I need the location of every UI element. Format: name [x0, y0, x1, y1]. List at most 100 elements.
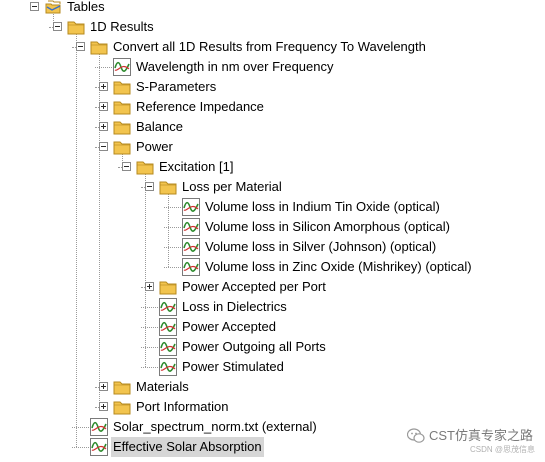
collapse-minus-icon[interactable]	[53, 22, 62, 31]
watermark-subtext: CSDN @思茂信息	[469, 445, 535, 454]
tree-connector-line	[145, 174, 146, 367]
tree-item-reference-impedance[interactable]: Reference Impedance	[0, 97, 545, 117]
tree-item-volume-loss-in-indium-tin-oxide-optical[interactable]: Volume loss in Indium Tin Oxide (optical…	[0, 197, 545, 217]
folder-icon	[113, 118, 131, 136]
collapse-minus-icon[interactable]	[76, 42, 85, 51]
result-curve-icon	[182, 238, 200, 256]
folder-icon	[113, 98, 131, 116]
tree-connector-line	[141, 307, 168, 308]
tree-item-label: Port Information	[136, 399, 229, 414]
tree-item-label: Power Accepted	[182, 319, 276, 334]
tree-connector-line	[164, 227, 191, 228]
tree-connector-line	[122, 154, 123, 167]
tree-item-label: Power Outgoing all Ports	[182, 339, 326, 354]
result-curve-icon	[182, 218, 200, 236]
folder-stack-icon	[44, 0, 62, 16]
tree-connector-line	[99, 54, 100, 407]
tree-item-label: Volume loss in Silicon Amorphous (optica…	[205, 219, 450, 234]
tree-connector-line	[164, 247, 191, 248]
result-curve-icon	[113, 58, 131, 76]
tree-item-balance[interactable]: Balance	[0, 117, 545, 137]
tree-item-solar-spectrum-norm-txt-external[interactable]: Solar_spectrum_norm.txt (external)	[0, 417, 545, 437]
tree-item-label: Power Stimulated	[182, 359, 284, 374]
tree-item-label: Materials	[136, 379, 189, 394]
tree-item-label: S-Parameters	[136, 79, 217, 94]
result-curve-icon	[182, 258, 200, 276]
collapse-minus-icon[interactable]	[122, 162, 131, 171]
tree-item-volume-loss-in-silver-johnson-optical[interactable]: Volume loss in Silver (Johnson) (optical…	[0, 237, 545, 257]
result-curve-icon	[90, 418, 108, 436]
tree-item-power-stimulated[interactable]: Power Stimulated	[0, 357, 545, 377]
result-curve-icon	[159, 318, 177, 336]
collapse-minus-icon[interactable]	[99, 142, 108, 151]
result-curve-icon	[159, 298, 177, 316]
expand-plus-icon[interactable]	[99, 102, 108, 111]
folder-icon	[159, 178, 177, 196]
tree-connector-line	[141, 347, 168, 348]
result-curve-icon	[159, 338, 177, 356]
tree-connector-line	[164, 207, 191, 208]
collapse-minus-icon[interactable]	[145, 182, 154, 191]
tree-item-label: Convert all 1D Results from Frequency To…	[113, 39, 426, 54]
tree-item-excitation-1[interactable]: Excitation [1]	[0, 157, 545, 177]
tree-item-power-outgoing-all-ports[interactable]: Power Outgoing all Ports	[0, 337, 545, 357]
tree-connector-line	[164, 267, 191, 268]
expand-plus-icon[interactable]	[99, 402, 108, 411]
wechat-icon	[406, 428, 425, 443]
tree-item-volume-loss-in-silicon-amorphous-optical[interactable]: Volume loss in Silicon Amorphous (optica…	[0, 217, 545, 237]
tree-connector-line	[72, 447, 99, 448]
tree-connector-line	[72, 427, 99, 428]
tree-item-label: Tables	[67, 0, 105, 14]
tree-connector-line	[53, 14, 54, 27]
folder-icon	[113, 78, 131, 96]
tree-connector-line	[141, 327, 168, 328]
expand-plus-icon[interactable]	[145, 282, 154, 291]
tree-connector-line	[95, 67, 122, 68]
tree-item-loss-per-material[interactable]: Loss per Material	[0, 177, 545, 197]
tree-item-label: Volume loss in Indium Tin Oxide (optical…	[205, 199, 440, 214]
tree-item-port-information[interactable]: Port Information	[0, 397, 545, 417]
expand-plus-icon[interactable]	[99, 382, 108, 391]
result-curve-icon	[90, 438, 108, 456]
expand-plus-icon[interactable]	[99, 122, 108, 131]
tree-connector-line	[168, 194, 169, 267]
folder-icon	[67, 18, 85, 36]
tree-item-label: Wavelength in nm over Frequency	[136, 59, 334, 74]
folder-icon	[113, 398, 131, 416]
tree-item-label: Excitation [1]	[159, 159, 234, 174]
tree-item-power[interactable]: Power	[0, 137, 545, 157]
tree-item-effective-solar-absorption[interactable]: Effective Solar Absorption	[0, 437, 545, 457]
watermark: CST仿真专家之路	[406, 424, 533, 448]
tree-item-label: Balance	[136, 119, 183, 134]
folder-icon	[136, 158, 154, 176]
tree-item-loss-in-dielectrics[interactable]: Loss in Dielectrics	[0, 297, 545, 317]
tree-item-label: Solar_spectrum_norm.txt (external)	[113, 419, 317, 434]
folder-icon	[113, 138, 131, 156]
folder-icon	[113, 378, 131, 396]
tree-item-s-parameters[interactable]: S-Parameters	[0, 77, 545, 97]
tree-connector-line	[141, 367, 168, 368]
tree-item-volume-loss-in-zinc-oxide-mishrikey-optical[interactable]: Volume loss in Zinc Oxide (Mishrikey) (o…	[0, 257, 545, 277]
tree-item-tables[interactable]: Tables	[0, 0, 545, 17]
tree-connector-line	[76, 34, 77, 447]
tree-item-materials[interactable]: Materials	[0, 377, 545, 397]
tree-item-label: Reference Impedance	[136, 99, 264, 114]
tree-item-label: 1D Results	[90, 19, 154, 34]
folder-icon	[159, 278, 177, 296]
tree-item-power-accepted-per-port[interactable]: Power Accepted per Port	[0, 277, 545, 297]
tree-item-label: Power	[136, 139, 173, 154]
tree-item-wavelength-in-nm-over-frequency[interactable]: Wavelength in nm over Frequency	[0, 57, 545, 77]
tree-item-label: Power Accepted per Port	[182, 279, 326, 294]
result-curve-icon	[159, 358, 177, 376]
tree-item-power-accepted[interactable]: Power Accepted	[0, 317, 545, 337]
tree-item-label: Volume loss in Silver (Johnson) (optical…	[205, 239, 437, 254]
expand-plus-icon[interactable]	[99, 82, 108, 91]
tree-item-1d-results[interactable]: 1D Results	[0, 17, 545, 37]
tree-item-label: Effective Solar Absorption	[111, 437, 264, 457]
tree-item-convert-all-1d-results-from-frequency-to-wavelength[interactable]: Convert all 1D Results from Frequency To…	[0, 37, 545, 57]
tree-item-label: Loss per Material	[182, 179, 282, 194]
collapse-minus-icon[interactable]	[30, 2, 39, 11]
result-curve-icon	[182, 198, 200, 216]
tree-item-label: Loss in Dielectrics	[182, 299, 287, 314]
